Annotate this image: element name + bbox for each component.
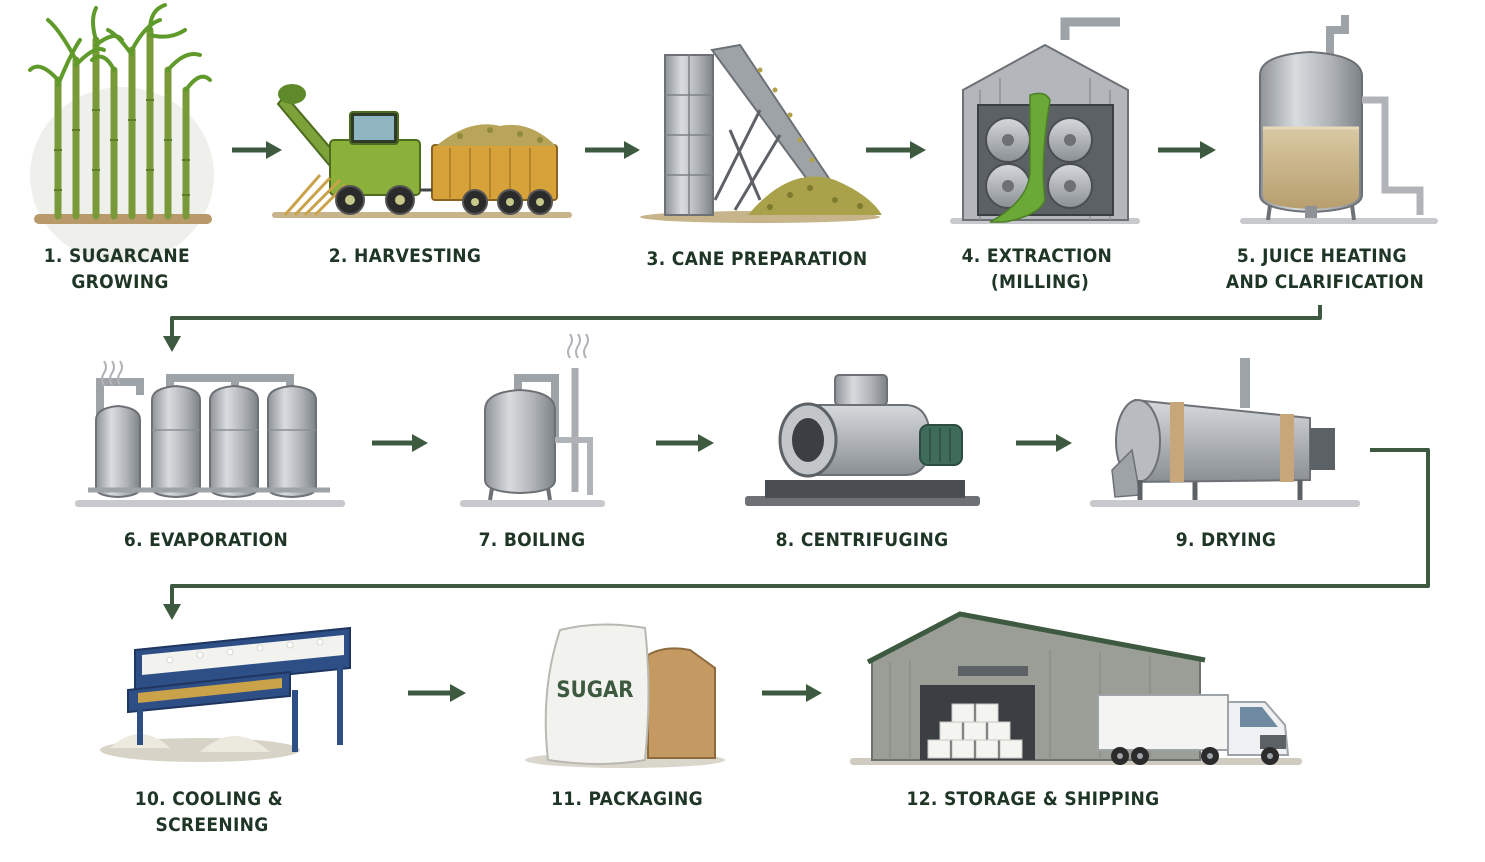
step-4-label: 4. EXTRACTION (MILLING) — [962, 245, 1119, 293]
step-4-label-line-2: (MILLING) — [991, 271, 1089, 293]
step-6-evaporation: 6. EVAPORATION — [75, 360, 345, 551]
sugarcane-plant-icon — [28, 3, 214, 263]
rotary-dryer-icon — [1090, 358, 1360, 507]
step-7-label: 7. BOILING — [479, 529, 586, 551]
step-5-juice-heating: 5. JUICE HEATING AND CLARIFICATION — [1226, 15, 1438, 293]
roller-mill-icon — [950, 17, 1140, 224]
step-2-harvesting: 2. HARVESTING — [272, 84, 572, 267]
step-12-label: 12. STORAGE & SHIPPING — [907, 788, 1160, 810]
step-5-label: 5. JUICE HEATING AND CLARIFICATION — [1226, 245, 1424, 293]
step-10-cooling-screening: 10. COOLING & SCREENING — [100, 626, 351, 836]
vibrating-screen-icon — [100, 626, 351, 762]
harvester-icon — [272, 84, 572, 218]
step-9-drying: 9. DRYING — [1090, 358, 1360, 551]
step-1-label-line-2: GROWING — [71, 271, 168, 293]
step-8-centrifuging: 8. CENTRIFUGING — [745, 374, 980, 551]
connector-9-to-10 — [163, 448, 1430, 620]
centrifuge-icon — [745, 374, 980, 506]
step-10-label-line-1: 10. COOLING & — [135, 788, 283, 810]
step-2-label-line-1: 2. HARVESTING — [329, 245, 482, 267]
connector-5-to-6 — [163, 305, 1322, 352]
step-7-boiling: 7. BOILING — [460, 333, 605, 551]
step-3-label: 3. CANE PREPARATION — [647, 248, 868, 270]
step-5-label-line-1: 5. JUICE HEATING — [1237, 245, 1407, 267]
arrow-3-to-4 — [866, 141, 926, 159]
step-6-label: 6. EVAPORATION — [124, 529, 288, 551]
step-8-label-line-1: 8. CENTRIFUGING — [776, 529, 949, 551]
arrow-10-to-11 — [408, 684, 466, 702]
warehouse-truck-icon — [850, 611, 1302, 765]
arrow-6-to-7 — [372, 434, 428, 452]
arrow-8-to-9 — [1016, 434, 1072, 452]
step-12-storage-shipping: 12. STORAGE & SHIPPING — [850, 611, 1302, 810]
step-10-label: 10. COOLING & SCREENING — [135, 788, 289, 836]
arrow-2-to-3 — [585, 141, 640, 159]
evaporator-bank-icon — [75, 360, 345, 507]
step-11-label: 11. PACKAGING — [551, 788, 703, 810]
step-11-label-line-1: 11. PACKAGING — [551, 788, 703, 810]
step-3-cane-preparation: 3. CANE PREPARATION — [640, 43, 882, 270]
step-4-label-line-1: 4. EXTRACTION — [962, 245, 1113, 267]
step-8-label: 8. CENTRIFUGING — [776, 529, 949, 551]
step-3-label-line-1: 3. CANE PREPARATION — [647, 248, 868, 270]
arrow-1-to-2 — [232, 141, 282, 159]
clarifier-tank-icon — [1240, 15, 1438, 224]
step-6-label-line-1: 6. EVAPORATION — [124, 529, 288, 551]
step-4-extraction: 4. EXTRACTION (MILLING) — [950, 17, 1140, 293]
arrow-11-to-12 — [762, 684, 822, 702]
step-5-label-line-2: AND CLARIFICATION — [1226, 271, 1424, 293]
conveyor-shredder-icon — [640, 43, 882, 223]
sugar-bag-text: SUGAR — [556, 678, 633, 703]
vacuum-pan-icon — [460, 333, 605, 507]
step-1-label: 1. SUGARCANE GROWING — [44, 245, 197, 293]
step-7-label-line-1: 7. BOILING — [479, 529, 586, 551]
step-9-label-line-1: 9. DRYING — [1176, 529, 1276, 551]
step-1-sugarcane-growing: 1. SUGARCANE GROWING — [28, 3, 214, 293]
step-11-packaging: SUGAR 11. PACKAGING — [525, 623, 725, 810]
step-2-label: 2. HARVESTING — [329, 245, 482, 267]
sugar-bags-icon: SUGAR — [525, 623, 725, 768]
arrow-4-to-5 — [1158, 141, 1216, 159]
step-12-label-line-1: 12. STORAGE & SHIPPING — [907, 788, 1160, 810]
step-10-label-line-2: SCREENING — [155, 814, 268, 836]
step-1-label-line-1: 1. SUGARCANE — [44, 245, 190, 267]
arrow-7-to-8 — [656, 434, 714, 452]
step-9-label: 9. DRYING — [1176, 529, 1276, 551]
